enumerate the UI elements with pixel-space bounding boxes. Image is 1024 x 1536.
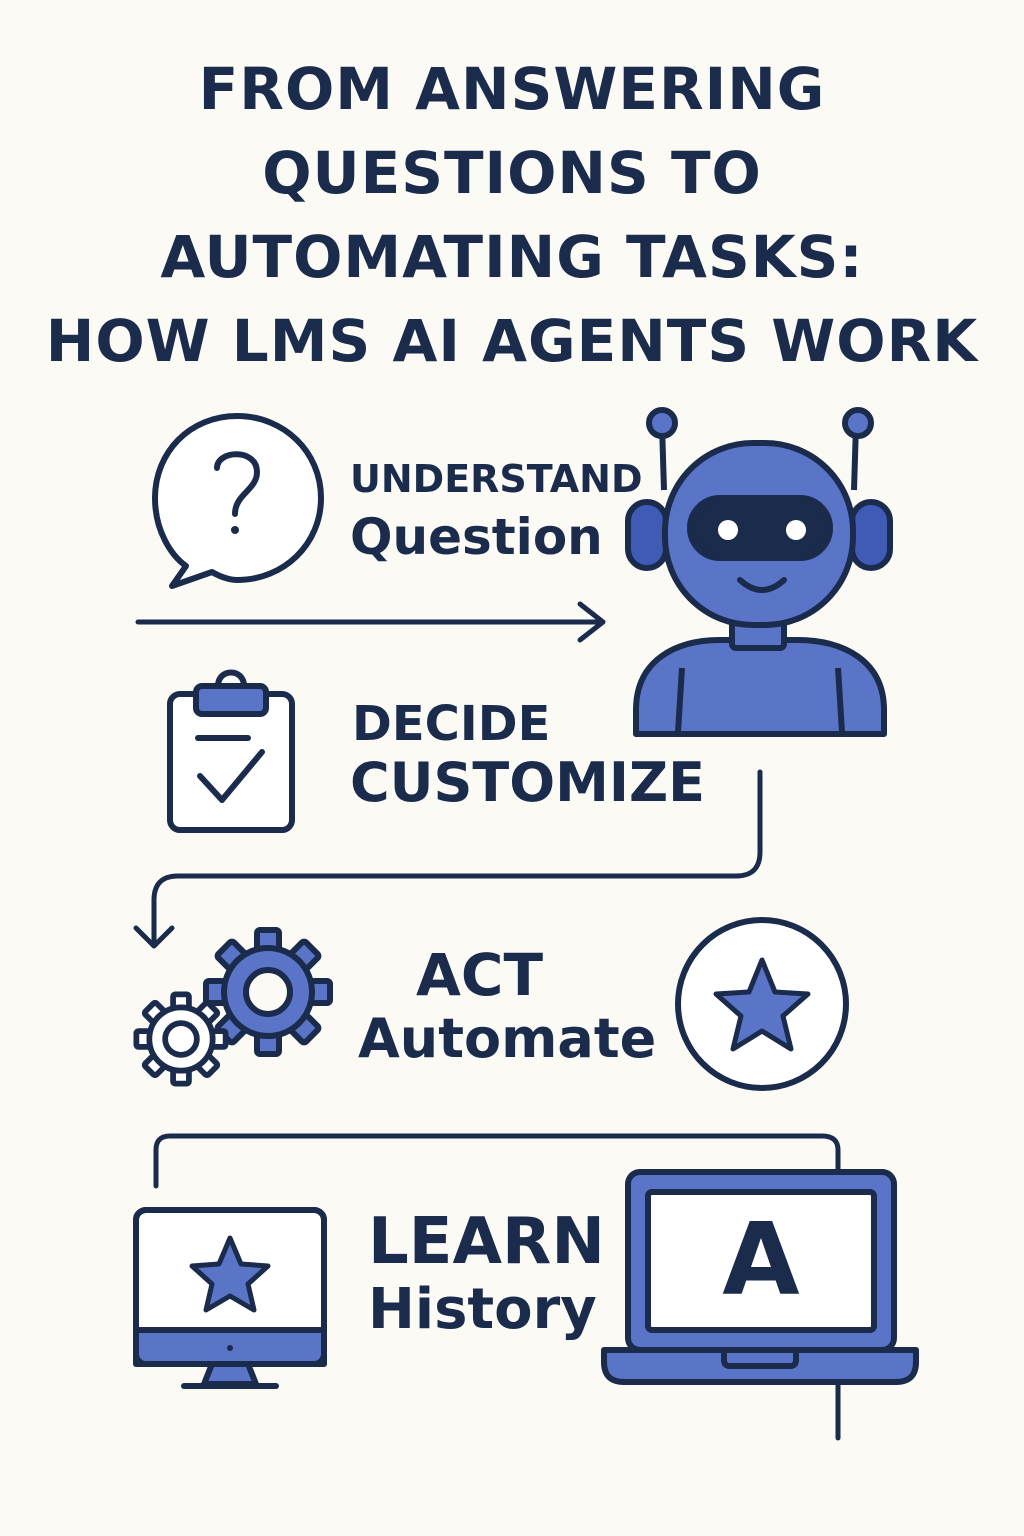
step-learn-heading: LEARN <box>368 1205 605 1279</box>
step-understand-sub: Question <box>350 508 603 566</box>
step-act-heading: ACT <box>416 941 544 1009</box>
arrow-to-robot <box>135 601 606 643</box>
title-line-1: FROM ANSWERING <box>198 55 826 123</box>
laptop-letter: A <box>722 1201 800 1318</box>
step-learn-sub: History <box>368 1277 597 1342</box>
star-circle-icon <box>675 917 849 1091</box>
gears-icon <box>136 930 330 1084</box>
laptop-grade-icon <box>601 1169 919 1385</box>
step-decide-sub: CUSTOMIZE <box>350 751 705 814</box>
title-line-4: HOW LMS AI AGENTS WORK <box>45 307 979 375</box>
step-act-sub: Automate <box>358 1007 657 1070</box>
connector-to-act <box>133 769 763 949</box>
title-line-2: QUESTIONS TO <box>262 139 762 207</box>
step-understand-heading: UNDERSTAND <box>350 457 643 501</box>
clipboard-check-icon <box>167 669 295 833</box>
connector-to-learn <box>153 1133 841 1441</box>
robot-icon <box>625 407 893 737</box>
title-line-3: AUTOMATING TASKS: <box>160 223 864 291</box>
step-decide-heading: DECIDE <box>352 696 551 752</box>
question-speech-bubble-icon <box>152 413 324 589</box>
desktop-monitor-star-icon <box>133 1207 327 1389</box>
